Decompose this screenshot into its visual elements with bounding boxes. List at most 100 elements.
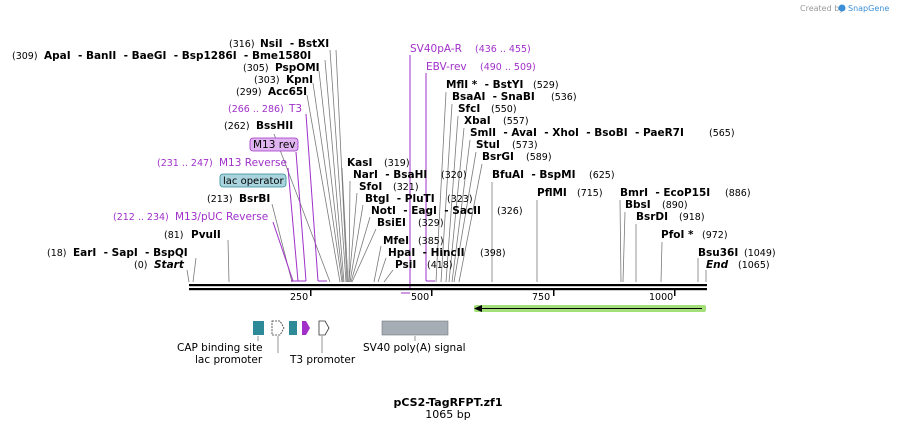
enzyme-bsaAI-pos: (536) — [551, 92, 577, 103]
sv40-polya-box[interactable] — [381, 320, 449, 336]
primer-t3-label[interactable]: T3 — [288, 103, 302, 115]
enzyme-nsiI-label[interactable]: NsiI - BstXI — [260, 38, 329, 50]
enzyme-acc65I-pos: (299) — [236, 87, 262, 98]
tick-label-250: 250 — [290, 292, 308, 303]
enzyme-hpaI-pos: (398) — [480, 248, 506, 259]
cap-binding-site-box[interactable] — [253, 321, 264, 335]
map-length: 1065 bp — [425, 408, 470, 421]
enzyme-mfeI-label[interactable]: MfeI — [383, 235, 409, 247]
enzyme-pvuII-label[interactable]: PvuII — [191, 229, 221, 241]
feature-sv40-polya-signal: SV40 poly(A) signal — [363, 342, 466, 354]
enzyme-pspomi-pos: (305) — [243, 63, 269, 74]
enzyme-smlI-label[interactable]: SmlI - AvaI - XhoI - BsoBI - PaeR7I — [470, 127, 684, 139]
enzyme-psiI-label[interactable]: PsiI — [395, 259, 416, 271]
primer-m13-reverse-range: (231 .. 247) — [157, 158, 213, 169]
enzyme-bbsI-pos: (890) — [662, 200, 688, 211]
enzyme-smlI-pos: (565) — [709, 128, 735, 139]
tick-label-1000: 1000 — [649, 292, 673, 303]
enzyme-bfuAI-pos: (625) — [589, 170, 615, 181]
feature-cap-binding-site: CAP binding site — [177, 342, 263, 354]
enzyme-pfoI-pos: (972) — [702, 230, 728, 241]
enzyme-psiI-pos: (418) — [427, 260, 453, 271]
enzyme-pflMI-pos: (715) — [577, 188, 603, 199]
m13-primer-glyph — [302, 321, 310, 335]
enzyme-pfoI-label[interactable]: PfoI * — [661, 229, 694, 241]
enzyme-sfoI-pos: (321) — [393, 182, 419, 193]
primer-sv40pa-r-range: (436 .. 455) — [475, 44, 531, 55]
enzyme-stuI-label[interactable]: StuI — [476, 139, 500, 151]
feature-t3-promoter: T3 promoter — [289, 354, 356, 366]
enzyme-narI-pos: (320) — [441, 170, 467, 181]
backbone-top-strand — [189, 284, 707, 287]
primer-ebv-rev-range: (490 .. 509) — [480, 62, 536, 73]
enzyme-sfcI-label[interactable]: SfcI — [458, 103, 480, 115]
enzyme-btgI-label[interactable]: BtgI - PluTI — [365, 193, 435, 205]
lac-operator-box[interactable] — [289, 321, 297, 335]
enzyme-pspomi-label[interactable]: PspOMI — [275, 62, 320, 74]
primer-sv40pa-r-label[interactable]: SV40pA-R — [410, 43, 462, 55]
enzyme-bsrBI-label[interactable]: BsrBI — [239, 193, 270, 205]
enzyme-kasI-label[interactable]: KasI — [347, 157, 372, 169]
primer-ebv-rev-label[interactable]: EBV-rev — [426, 61, 467, 73]
enzyme-bsiEI-label[interactable]: BsiEI — [377, 217, 406, 229]
enzyme-notI-label[interactable]: NotI - EagI - SacII — [371, 205, 481, 217]
t3-promoter-arrow[interactable] — [318, 320, 330, 336]
credit-label: Created by — [800, 4, 844, 13]
enzyme-bsrBI-pos: (213) — [207, 194, 233, 205]
enzyme-kpnI-pos: (303) — [254, 75, 280, 86]
enzyme-mflI-label[interactable]: MflI * - BstYI — [446, 79, 523, 91]
primer-m13-reverse-label[interactable]: M13 Reverse — [219, 157, 287, 169]
enzyme-bfuAI-label[interactable]: BfuAI - BspMI — [492, 169, 576, 181]
enzyme-connectors — [186, 49, 707, 283]
enzyme-xbaI-pos: (557) — [503, 116, 529, 127]
enzyme-bsshII-pos: (262) — [224, 121, 250, 132]
enzyme-bsrGI-label[interactable]: BsrGI — [482, 151, 514, 163]
enzyme-acc65I-label[interactable]: Acc65I — [268, 86, 307, 98]
lac-operator-tag[interactable] — [219, 173, 287, 188]
enzyme-apaI-pos: (309) — [12, 51, 38, 62]
enzyme-kasI-pos: (319) — [384, 158, 410, 169]
enzyme-bsrDI-label[interactable]: BsrDI — [636, 211, 668, 223]
primer-m13-puc-label[interactable]: M13/pUC Reverse — [175, 211, 268, 223]
tick-label-750: 750 — [532, 292, 550, 303]
enzyme-bsshII-label[interactable]: BssHII — [256, 120, 293, 132]
enzyme-narI-label[interactable]: NarI - BsaHI — [353, 169, 427, 181]
enzyme-bsrGI-pos: (589) — [526, 152, 552, 163]
enzyme-bsu36I-label[interactable]: Bsu36I — [698, 247, 738, 259]
start-label: Start — [154, 259, 185, 271]
enzyme-bsrDI-pos: (918) — [679, 212, 705, 223]
map-title: pCS2-TagRFPT.zf1 — [394, 396, 503, 409]
enzyme-sfoI-label[interactable]: SfoI — [359, 181, 382, 193]
lac-promoter-arrow[interactable] — [271, 320, 285, 336]
enzyme-nsiI-pos: (316) — [229, 39, 255, 50]
enzyme-kpnI-label[interactable]: KpnI — [286, 74, 313, 86]
enzyme-hpaI-label[interactable]: HpaI - HincII — [388, 247, 465, 259]
credit-brand: SnapGene — [848, 4, 889, 13]
enzyme-earI-label[interactable]: EarI - SapI - BspQI — [73, 247, 188, 259]
lac-operator-tag-label: lac operator — [223, 176, 284, 187]
enzyme-mflI-pos: (529) — [533, 80, 559, 91]
enzyme-pvuII-pos: (81) — [164, 230, 184, 241]
enzyme-bsiEI-pos: (329) — [418, 218, 444, 229]
end-label: End — [706, 259, 729, 271]
enzyme-stuI-pos: (573) — [512, 140, 538, 151]
enzyme-apaI-label[interactable]: ApaI - BanII - BaeGI - Bsp1286I - Bme158… — [44, 50, 311, 62]
primer-m13-puc-range: (212 .. 234) — [113, 212, 169, 223]
orf-arrow[interactable] — [474, 305, 706, 312]
enzyme-bmrI-pos: (886) — [725, 188, 751, 199]
enzyme-xbaI-label[interactable]: XbaI — [464, 115, 491, 127]
enzyme-bbsI-label[interactable]: BbsI — [625, 199, 651, 211]
snapgene-logo-icon — [838, 4, 846, 12]
enzyme-notI-pos: (326) — [497, 206, 523, 217]
start-pos: (0) — [134, 260, 147, 271]
enzyme-bsaAI-label[interactable]: BsaAI - SnaBI — [452, 91, 535, 103]
enzyme-pflMI-label[interactable]: PflMI — [537, 187, 567, 199]
primer-m13-rev-box[interactable] — [249, 137, 299, 152]
enzyme-bsu36I-pos: (1049) — [744, 248, 776, 259]
primer-m13-rev-label: M13 rev — [253, 139, 296, 151]
enzyme-mfeI-pos: (385) — [418, 236, 444, 247]
enzyme-bmrI-label[interactable]: BmrI - EcoP15I — [620, 187, 710, 199]
backbone-bottom-strand — [189, 288, 707, 291]
